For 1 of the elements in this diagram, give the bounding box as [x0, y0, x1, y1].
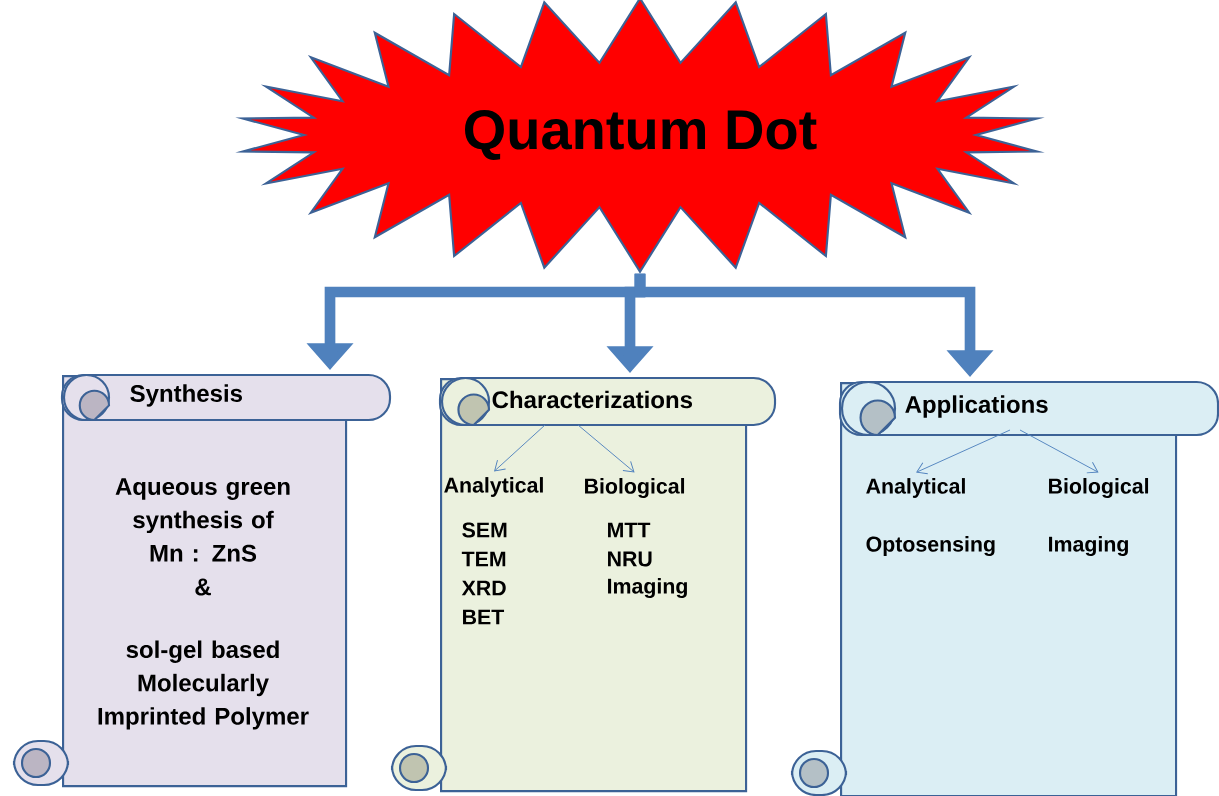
starburst: Quantum Dot	[235, 0, 1045, 274]
